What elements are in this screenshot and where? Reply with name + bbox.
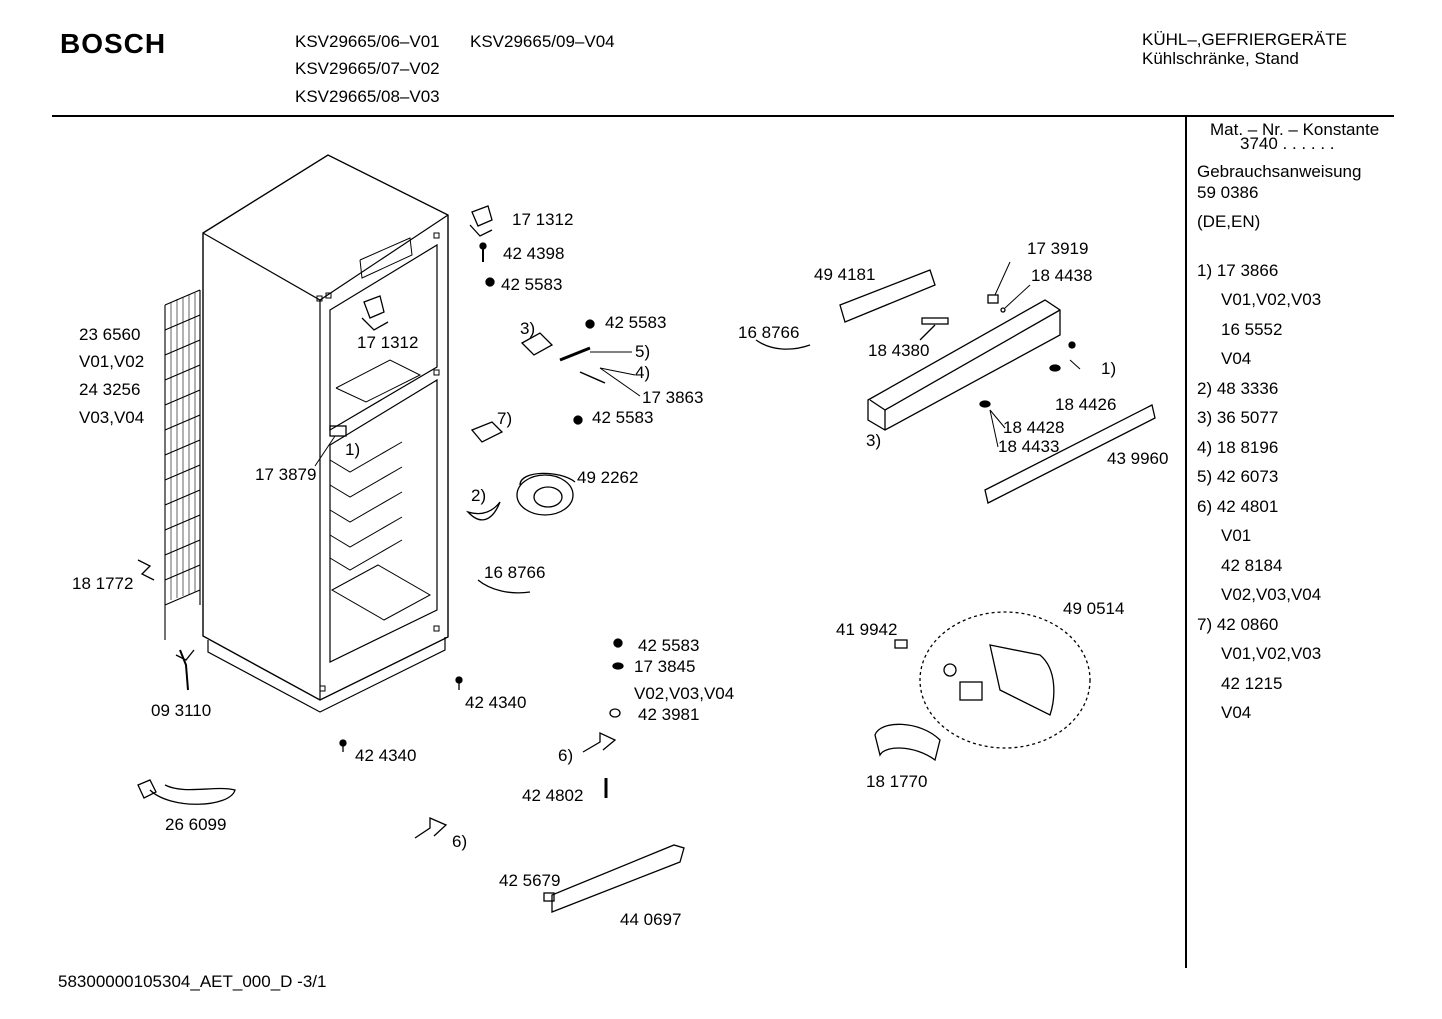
part-label: 42 5583 xyxy=(638,636,700,655)
part-label: 16 8766 xyxy=(738,323,800,342)
part-label: 09 3110 xyxy=(151,701,212,720)
part-label: 17 3863 xyxy=(642,388,704,407)
part-label: 23 6560 xyxy=(79,325,141,344)
note-line: 6) 42 4801 xyxy=(1197,497,1279,516)
note-line: 1) 17 3866 xyxy=(1197,261,1279,280)
part-label: 42 4398 xyxy=(503,244,565,263)
part-label: 18 4428 xyxy=(1003,418,1065,437)
part-label: 43 9960 xyxy=(1107,449,1169,468)
note-line: 42 1215 xyxy=(1221,674,1283,693)
condenser-coil xyxy=(164,289,201,640)
note-line: 5) 42 6073 xyxy=(1197,467,1279,486)
model-2: KSV29665/07–V02 xyxy=(295,59,440,78)
note-line: 3) 36 5077 xyxy=(1197,408,1279,427)
callout-label: 1) xyxy=(1101,359,1117,378)
part-label: 18 1772 xyxy=(72,574,134,593)
document-id: 58300000105304_AET_000_D -3/1 xyxy=(58,972,327,991)
part-label: V02,V03,V04 xyxy=(634,684,735,703)
part-label: 17 1312 xyxy=(512,210,574,229)
part-label: 17 3879 xyxy=(255,465,317,484)
callout-label: 5) xyxy=(635,342,651,361)
part-label: V01,V02 xyxy=(79,352,145,371)
model-4: KSV29665/09–V04 xyxy=(470,32,615,51)
note-line: V01,V02,V03 xyxy=(1221,644,1322,663)
part-label: 44 0697 xyxy=(620,910,682,929)
brand-logo: BOSCH xyxy=(60,28,167,59)
model-1: KSV29665/06–V01 xyxy=(295,32,440,51)
callout-label: 3) xyxy=(520,319,536,338)
part-label: 41 9942 xyxy=(836,620,898,639)
note-line: V01,V02,V03 xyxy=(1221,290,1322,309)
part-label: 17 3845 xyxy=(634,657,696,676)
note-line: 2) 48 3336 xyxy=(1197,379,1279,398)
fridge-cabinet xyxy=(202,154,449,713)
part-label: 49 2262 xyxy=(577,468,639,487)
part-label: 18 4433 xyxy=(998,437,1060,456)
part-label: 17 3919 xyxy=(1027,239,1089,258)
note-line: V02,V03,V04 xyxy=(1221,585,1322,604)
category-subtitle: Kühlschränke, Stand xyxy=(1142,49,1299,68)
callout-label: 1) xyxy=(345,440,361,459)
model-3: KSV29665/08–V03 xyxy=(295,87,440,106)
note-line: 7) 42 0860 xyxy=(1197,615,1279,634)
part-label: 18 4438 xyxy=(1031,266,1093,285)
part-label: 24 3256 xyxy=(79,380,141,399)
mat-label: Mat. – Nr. – Konstante xyxy=(1210,120,1380,139)
note-line: 16 5552 xyxy=(1221,320,1283,339)
manual-title: Gebrauchsanweisung xyxy=(1197,162,1362,181)
callout-label: 6) xyxy=(452,832,468,851)
note-line: V01 xyxy=(1221,526,1252,545)
sidebar-divider xyxy=(1185,116,1187,968)
part-label: V03,V04 xyxy=(79,408,145,427)
header-divider xyxy=(52,115,1394,117)
part-label: 42 4802 xyxy=(522,786,584,805)
part-label: 18 1770 xyxy=(866,772,928,791)
part-label: 42 5583 xyxy=(592,408,654,427)
note-line: V04 xyxy=(1221,349,1252,368)
note-line: 4) 18 8196 xyxy=(1197,438,1279,457)
part-label: 42 3981 xyxy=(638,705,700,724)
part-label: 16 8766 xyxy=(484,563,546,582)
callout-label: 4) xyxy=(635,363,651,382)
manual-number: 59 0386 xyxy=(1197,183,1259,202)
small-parts xyxy=(137,205,1156,913)
part-label: 49 0514 xyxy=(1063,599,1125,618)
mat-value: 3740 . . . . . . xyxy=(1240,134,1335,153)
note-line: 42 8184 xyxy=(1221,556,1283,575)
part-label: 42 4340 xyxy=(465,693,527,712)
part-label: 18 4426 xyxy=(1055,395,1117,414)
part-label: 17 1312 xyxy=(357,333,419,352)
part-label: 42 5679 xyxy=(499,871,561,890)
part-label: 49 4181 xyxy=(814,265,876,284)
part-label: 42 5583 xyxy=(501,275,563,294)
note-line: V04 xyxy=(1221,703,1252,722)
part-label: 42 5583 xyxy=(605,313,667,332)
part-label: 42 4340 xyxy=(355,746,417,765)
part-label: 18 4380 xyxy=(868,341,930,360)
part-label: 26 6099 xyxy=(165,815,227,834)
callout-label: 3) xyxy=(866,431,882,450)
manual-language: (DE,EN) xyxy=(1197,212,1261,231)
callout-label: 2) xyxy=(471,486,487,505)
callout-label: 7) xyxy=(497,409,513,428)
category-title: KÜHL–,GEFRIERGERÄTE xyxy=(1142,30,1347,49)
callout-label: 6) xyxy=(558,746,574,765)
